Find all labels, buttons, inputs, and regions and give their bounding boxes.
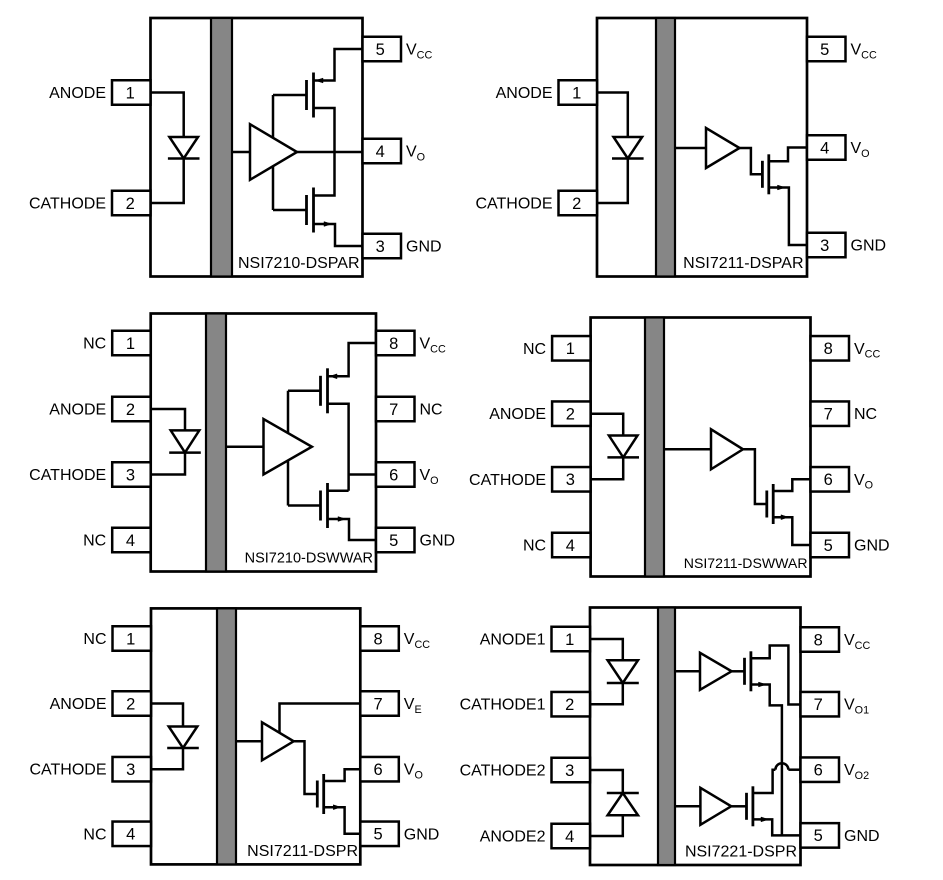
svg-text:NC: NC	[83, 826, 106, 843]
svg-text:CATHODE: CATHODE	[29, 196, 106, 213]
svg-text:GND: GND	[404, 826, 440, 843]
svg-text:GND: GND	[854, 538, 890, 555]
svg-text:3: 3	[126, 466, 135, 484]
svg-text:1: 1	[126, 630, 135, 648]
svg-text:3: 3	[566, 471, 575, 489]
svg-text:7: 7	[373, 695, 382, 713]
svg-text:1: 1	[565, 631, 574, 649]
svg-text:NC: NC	[83, 533, 106, 550]
svg-text:ANODE: ANODE	[496, 85, 553, 102]
svg-text:CATHODE: CATHODE	[469, 472, 546, 489]
svg-text:NC: NC	[523, 538, 546, 555]
svg-text:NC: NC	[523, 341, 546, 358]
svg-text:GND: GND	[851, 238, 887, 255]
svg-text:3: 3	[820, 237, 829, 255]
svg-text:NC: NC	[83, 336, 106, 353]
svg-text:5: 5	[824, 537, 833, 555]
svg-text:NC: NC	[420, 402, 443, 419]
svg-text:2: 2	[126, 695, 135, 713]
svg-text:2: 2	[126, 195, 135, 213]
svg-text:ANODE1: ANODE1	[480, 632, 546, 649]
svg-text:5: 5	[389, 532, 398, 550]
svg-text:VCC: VCC	[851, 42, 877, 62]
svg-text:7: 7	[824, 406, 833, 424]
svg-text:GND: GND	[406, 239, 442, 256]
svg-text:ANODE: ANODE	[50, 696, 107, 713]
svg-text:5: 5	[376, 41, 385, 59]
svg-text:2: 2	[565, 696, 574, 714]
svg-text:3: 3	[565, 762, 574, 780]
svg-text:5: 5	[373, 826, 382, 844]
svg-text:CATHODE: CATHODE	[29, 762, 106, 779]
svg-text:4: 4	[820, 139, 829, 157]
svg-text:CATHODE1: CATHODE1	[460, 697, 546, 714]
svg-text:CATHODE: CATHODE	[29, 467, 106, 484]
svg-text:7: 7	[389, 401, 398, 419]
svg-text:4: 4	[565, 828, 574, 846]
svg-text:2: 2	[572, 195, 581, 213]
svg-text:4: 4	[126, 826, 135, 844]
svg-text:6: 6	[824, 471, 833, 489]
svg-text:2: 2	[126, 401, 135, 419]
svg-text:3: 3	[126, 761, 135, 779]
svg-text:3: 3	[376, 238, 385, 256]
svg-text:GND: GND	[844, 828, 880, 845]
svg-text:4: 4	[126, 532, 135, 550]
svg-text:NSI7210-DSPAR: NSI7210-DSPAR	[238, 255, 360, 272]
svg-text:7: 7	[814, 696, 823, 714]
svg-text:6: 6	[389, 466, 398, 484]
svg-text:NC: NC	[83, 631, 106, 648]
svg-text:4: 4	[376, 143, 385, 161]
svg-text:1: 1	[566, 340, 575, 358]
svg-text:6: 6	[373, 761, 382, 779]
svg-text:CATHODE: CATHODE	[475, 196, 552, 213]
svg-text:8: 8	[824, 340, 833, 358]
svg-text:NC: NC	[854, 406, 877, 423]
svg-text:GND: GND	[420, 533, 456, 550]
svg-text:ANODE: ANODE	[489, 406, 546, 423]
svg-text:5: 5	[820, 41, 829, 59]
svg-text:NSI7221-DSPR: NSI7221-DSPR	[685, 844, 797, 861]
svg-text:8: 8	[814, 631, 823, 649]
svg-text:NSI7211-DSWWAR: NSI7211-DSWWAR	[684, 555, 808, 571]
svg-text:ANODE2: ANODE2	[480, 829, 546, 846]
svg-text:6: 6	[814, 762, 823, 780]
svg-text:1: 1	[572, 84, 581, 102]
svg-text:8: 8	[373, 630, 382, 648]
svg-text:1: 1	[126, 84, 135, 102]
svg-text:ANODE: ANODE	[49, 402, 106, 419]
svg-text:5: 5	[814, 827, 823, 845]
svg-text:NSI7211-DSPR: NSI7211-DSPR	[247, 843, 358, 860]
svg-text:8: 8	[389, 335, 398, 353]
svg-text:NSI7210-DSWWAR: NSI7210-DSWWAR	[245, 551, 373, 567]
svg-text:ANODE: ANODE	[49, 85, 106, 102]
svg-text:1: 1	[126, 335, 135, 353]
svg-text:CATHODE2: CATHODE2	[460, 763, 546, 780]
svg-text:4: 4	[566, 537, 575, 555]
svg-text:NSI7211-DSPAR: NSI7211-DSPAR	[683, 255, 803, 272]
svg-text:2: 2	[566, 406, 575, 424]
